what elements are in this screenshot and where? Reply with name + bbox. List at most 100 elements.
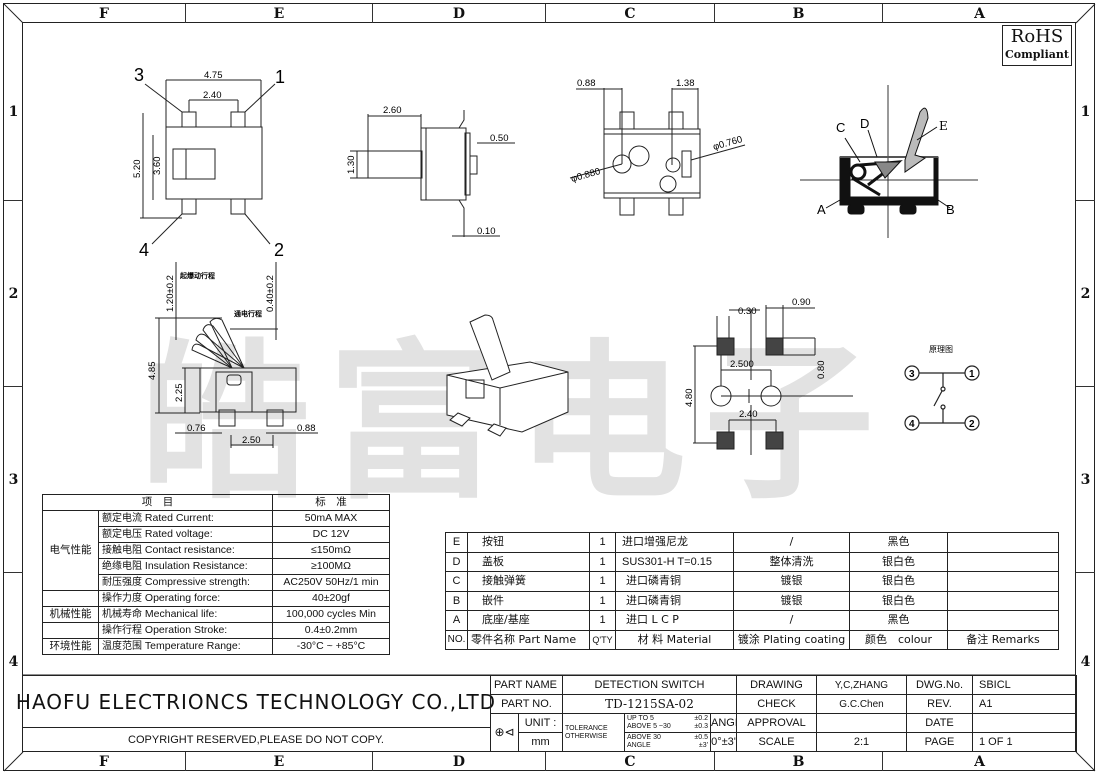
rohs-compliant-badge: RoHS Compliant (1002, 25, 1072, 66)
zone-row-left-1: 1 (4, 23, 23, 201)
part-name-label: PART NAME (490, 675, 563, 695)
spec-label: 绝缘电阻 Insulation Resistance: (98, 558, 273, 575)
dim-2-500: 2.500 (730, 359, 754, 370)
bom-part-name: 按钮 (467, 532, 590, 553)
rev-value: A1 (972, 694, 1077, 714)
drawing-value: Y,C,ZHANG (816, 675, 907, 695)
dim-4-80: 4.80 (684, 389, 695, 408)
projection-symbol-icon: ⊕⊲ (490, 713, 519, 752)
note-pre-travel: 起爆动行程 (179, 271, 215, 280)
spec-table: 项 目 标 准 电气性能 额定电流 Rated Current: 50mA MA… (42, 494, 390, 655)
bom-row: E 按钮 1 进口增强尼龙 / 黑色 (445, 532, 1059, 553)
bom-colour: 银白色 (849, 590, 948, 611)
bom-row: B 嵌件 1 进口磷青铜 镀银 银白色 (445, 590, 1059, 611)
approval-label: APPROVAL (736, 713, 817, 733)
zone-col-top-f: F (23, 4, 186, 23)
pin-label-1: 1 (275, 67, 285, 87)
spec-header-row: 项 目 标 准 (42, 494, 390, 511)
title-block: PART NAME DETECTION SWITCH DRAWING Y,C,Z… (490, 675, 1077, 752)
dim-3-60: 3.60 (152, 157, 163, 176)
zone-row-right-1: 1 (1076, 23, 1095, 201)
spec-row: 机械性能 机械寿命 Mechanical life: 100,000 cycle… (42, 606, 390, 623)
dim-0-80: 0.80 (816, 361, 827, 380)
zone-col-top-d: D (373, 4, 546, 23)
part-no-label: PART NO. (490, 694, 563, 714)
dim-0-40-tol: 0.40±0.2 (265, 275, 276, 312)
spec-group-mechanical: 机械性能 (42, 606, 99, 623)
bom-qty: 1 (589, 610, 616, 631)
dim-2-40-pcb: 2.40 (739, 409, 758, 420)
zone-col-bottom-c: C (546, 752, 715, 771)
bom-colour: 银白色 (849, 551, 948, 572)
bom-qty: 1 (589, 590, 616, 611)
bom-header-material: 材 料 Material (615, 629, 734, 650)
spec-row: 电气性能 额定电流 Rated Current: 50mA MAX (42, 510, 390, 591)
dim-1-20-tol: 1.20±0.2 (165, 275, 176, 312)
dim-2-40: 2.40 (203, 90, 222, 101)
title-row-1: PART NAME DETECTION SWITCH DRAWING Y,C,Z… (490, 675, 1077, 695)
spec-value: 100,000 cycles Min (272, 606, 390, 623)
bom-part-name: 盖板 (467, 551, 590, 572)
section-view (800, 85, 978, 238)
bom-remarks (947, 551, 1059, 572)
bom-header-qty: Q'TY (589, 629, 616, 650)
spec-label: 额定电流 Rated Current: (98, 510, 273, 527)
spec-group-empty (42, 590, 99, 607)
section-label-d: D (860, 116, 869, 131)
schematic-node-2: 2 (969, 419, 975, 430)
dwg-no-label: DWG.No. (906, 675, 973, 695)
title-row-2: PART NO. TD-1215SA-02 CHECK G.C.Chen REV… (490, 694, 1077, 714)
spec-label: 温度范围 Temperature Range: (98, 638, 273, 655)
spec-label: 接触电阻 Contact resistance: (98, 542, 273, 559)
bom-plating: 镀银 (733, 590, 850, 611)
scale-value: 2:1 (816, 732, 907, 752)
bom-part-name: 嵌件 (467, 590, 590, 611)
bom-part-name: 接触弹簧 (467, 571, 590, 592)
tolerance-row-2: ABOVE 30±0.5 ANGLE±3' (624, 732, 711, 752)
bom-header-plating: 镀涂 Plating coating (733, 629, 850, 650)
bom-material: 进口磷青铜 (615, 571, 734, 592)
zone-row-right-3: 3 (1076, 387, 1095, 573)
spec-value: 40±20gf (272, 590, 390, 607)
bom-qty: 1 (589, 571, 616, 592)
bom-colour: 黑色 (849, 610, 948, 631)
bom-remarks (947, 590, 1059, 611)
title-row-3: ⊕⊲ UNIT : TOLERANCE OTHERWISE UP TO 5±0.… (490, 713, 1077, 752)
schematic-node-4: 4 (909, 419, 915, 430)
spec-label: 额定电压 Rated voltage: (98, 526, 273, 543)
zone-col-top-c: C (546, 4, 715, 23)
note-operating-travel: 通电行程 (234, 309, 262, 318)
spec-row: 绝缘电阻 Insulation Resistance: ≥100MΩ (43, 558, 390, 575)
bom-header-row: NO. 零件名称 Part Name Q'TY 材 料 Material 镀涂 … (445, 629, 1059, 650)
dim-0-90: 0.90 (792, 297, 811, 308)
pcb-layout (693, 305, 853, 455)
bom-row: C 接触弹簧 1 进口磷青铜 镀银 银白色 (445, 571, 1059, 592)
zone-col-top-e: E (186, 4, 373, 23)
bom-part-name: 底座/基座 (467, 610, 590, 631)
spec-group-environmental: 环境性能 (42, 638, 99, 655)
bom-qty: 1 (589, 532, 616, 553)
zone-row-right-4: 4 (1080, 654, 1091, 670)
zone-col-bottom-f: F (23, 752, 186, 771)
zone-col-top-b: B (715, 4, 883, 23)
angle-label: ANGLE (710, 713, 737, 733)
bom-plating: 整体清洗 (733, 551, 850, 572)
spec-group-empty (42, 622, 99, 639)
dwg-no-value: SBICL (972, 675, 1077, 695)
bom-plating: / (733, 532, 850, 553)
check-label: CHECK (736, 694, 817, 714)
spec-label: 耐压强度 Compressive strength: (98, 574, 273, 591)
isometric-view (446, 314, 569, 437)
top-view (140, 79, 276, 245)
spec-row: 操作力度 Operating force: 40±20gf (42, 590, 390, 607)
tolerance-row-1: UP TO 5±0.2 ABOVE 5 ~30±0.3 (624, 713, 711, 733)
dim-1-30: 1.30 (346, 156, 357, 175)
spec-label: 机械寿命 Mechanical life: (98, 606, 273, 623)
bom-table: E 按钮 1 进口增强尼龙 / 黑色 D 盖板 1 SUS301-H T=0.1… (445, 532, 1059, 650)
zone-row-left-3: 3 (4, 387, 23, 573)
schematic-node-1: 1 (969, 369, 975, 380)
dim-1-38: 1.38 (676, 78, 695, 89)
bom-header-no: NO. (445, 629, 468, 650)
pin-label-4: 4 (139, 240, 149, 260)
